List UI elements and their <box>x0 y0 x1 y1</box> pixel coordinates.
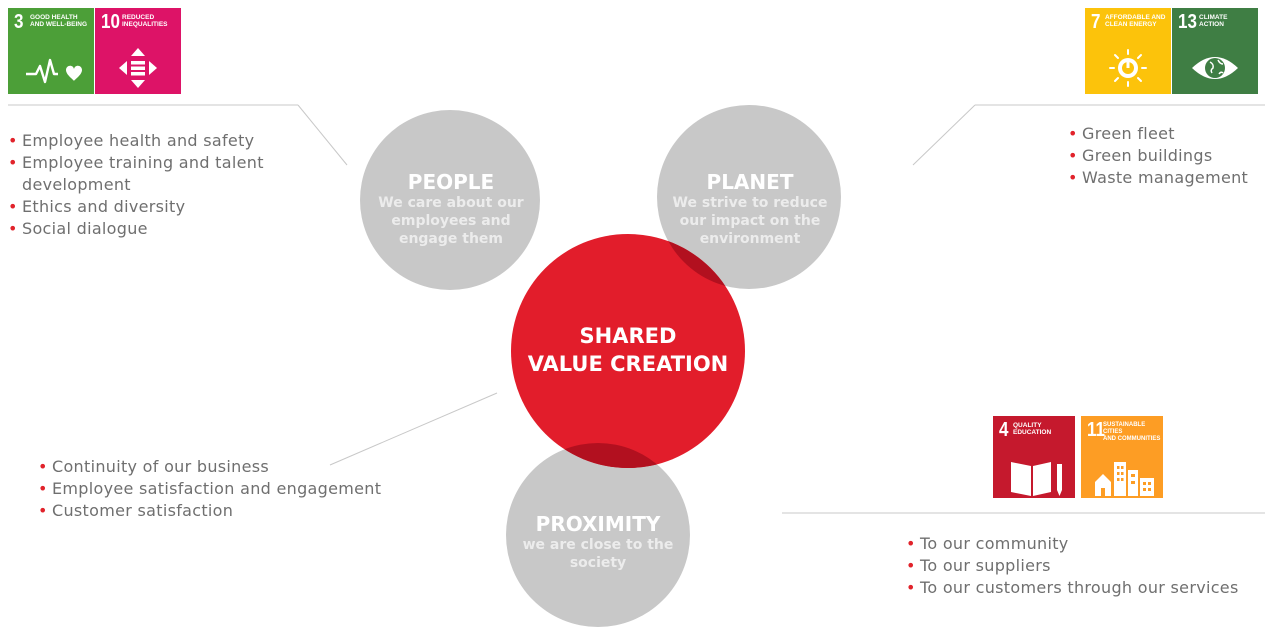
people-circle <box>360 110 540 290</box>
shared-title-line1: SHARED <box>579 324 677 348</box>
people-list: Employee health and safety Employee trai… <box>8 130 308 240</box>
people-circle-text: PEOPLE We care about our employees and e… <box>375 170 527 248</box>
sdg-title: QUALITY EDUCATION <box>1013 422 1052 436</box>
shared-value-circle <box>511 234 745 468</box>
proximity-title: PROXIMITY <box>535 512 661 536</box>
list-item: Customer satisfaction <box>38 500 418 522</box>
proximity-list: To our community To our suppliers To our… <box>906 533 1274 599</box>
sdg-number: 11 <box>1087 419 1105 441</box>
sdg-tile-7: 7 AFFORDABLE AND CLEAN ENERGY <box>1085 8 1171 94</box>
planet-list: Green fleet Green buildings Waste manage… <box>1068 123 1273 189</box>
list-item: Employee training and talent <box>8 152 308 174</box>
planet-title: PLANET <box>706 170 794 194</box>
list-item: Green fleet <box>1068 123 1273 145</box>
list-item: Employee health and safety <box>8 130 308 152</box>
list-item: Employee satisfaction and engagement <box>38 478 418 500</box>
sdg-title: REDUCED INEQUALITIES <box>122 14 168 28</box>
shared-circle-text: SHARED VALUE CREATION <box>510 322 746 378</box>
sdg-tile-10: 10 REDUCED INEQUALITIES <box>95 8 181 94</box>
list-item: Ethics and diversity <box>8 196 308 218</box>
eye-globe-icon <box>1192 57 1238 79</box>
list-item-continuation: development <box>22 175 131 194</box>
book-pencil-icon <box>1011 462 1062 496</box>
connector-line-shared <box>329 392 498 466</box>
sun-power-icon <box>1109 49 1147 87</box>
list-item: Green buildings <box>1068 145 1273 167</box>
equality-arrows-icon <box>119 48 157 88</box>
sdg-number: 13 <box>1178 11 1197 33</box>
list-item: To our suppliers <box>906 555 1274 577</box>
sdg-tile-3: 3 GOOD HEALTH AND WELL-BEING <box>8 8 94 94</box>
sdg-number: 7 <box>1091 11 1101 33</box>
list-item: To our customers through our services <box>906 577 1274 599</box>
sdg-number: 4 <box>999 419 1009 441</box>
list-item: Social dialogue <box>8 218 308 240</box>
sdg-title: GOOD HEALTH AND WELL-BEING <box>30 14 88 28</box>
sdg-number: 10 <box>101 11 120 33</box>
sdg-tile-13: 13 CLIMATE ACTION <box>1172 8 1258 94</box>
planet-circle-text: PLANET We strive to reduce our impact on… <box>672 170 828 248</box>
connector-line-people-diagonal <box>297 104 348 166</box>
people-title: PEOPLE <box>407 170 495 194</box>
city-buildings-icon <box>1095 462 1154 496</box>
planet-subtitle: We strive to reduce our impact on the en… <box>672 195 828 247</box>
sdg-title: CLIMATE ACTION <box>1199 14 1228 28</box>
list-item: To our community <box>906 533 1274 555</box>
sdg-tile-11: 11 SUSTAINABLE CITIES AND COMMUNITIES <box>1081 416 1163 498</box>
sdg-number: 3 <box>14 11 24 33</box>
list-item: Waste management <box>1068 167 1273 189</box>
connector-line-planet-diagonal <box>912 104 976 166</box>
shared-title-line2: VALUE CREATION <box>527 352 729 376</box>
proximity-subtitle: we are close to the society <box>522 537 674 571</box>
sdg-tile-4: 4 QUALITY EDUCATION <box>993 416 1075 498</box>
list-item: Continuity of our business <box>38 456 418 478</box>
planet-circle <box>657 105 841 289</box>
proximity-circle <box>506 443 690 627</box>
people-subtitle: We care about our employees and engage t… <box>378 195 524 247</box>
heartbeat-icon <box>26 58 82 84</box>
sdg-title: AFFORDABLE AND CLEAN ENERGY <box>1105 14 1166 28</box>
proximity-circle-text: PROXIMITY we are close to the society <box>520 512 676 572</box>
shared-value-list: Continuity of our business Employee sati… <box>38 456 418 522</box>
sdg-title: SUSTAINABLE CITIES AND COMMUNITIES <box>1103 422 1161 442</box>
